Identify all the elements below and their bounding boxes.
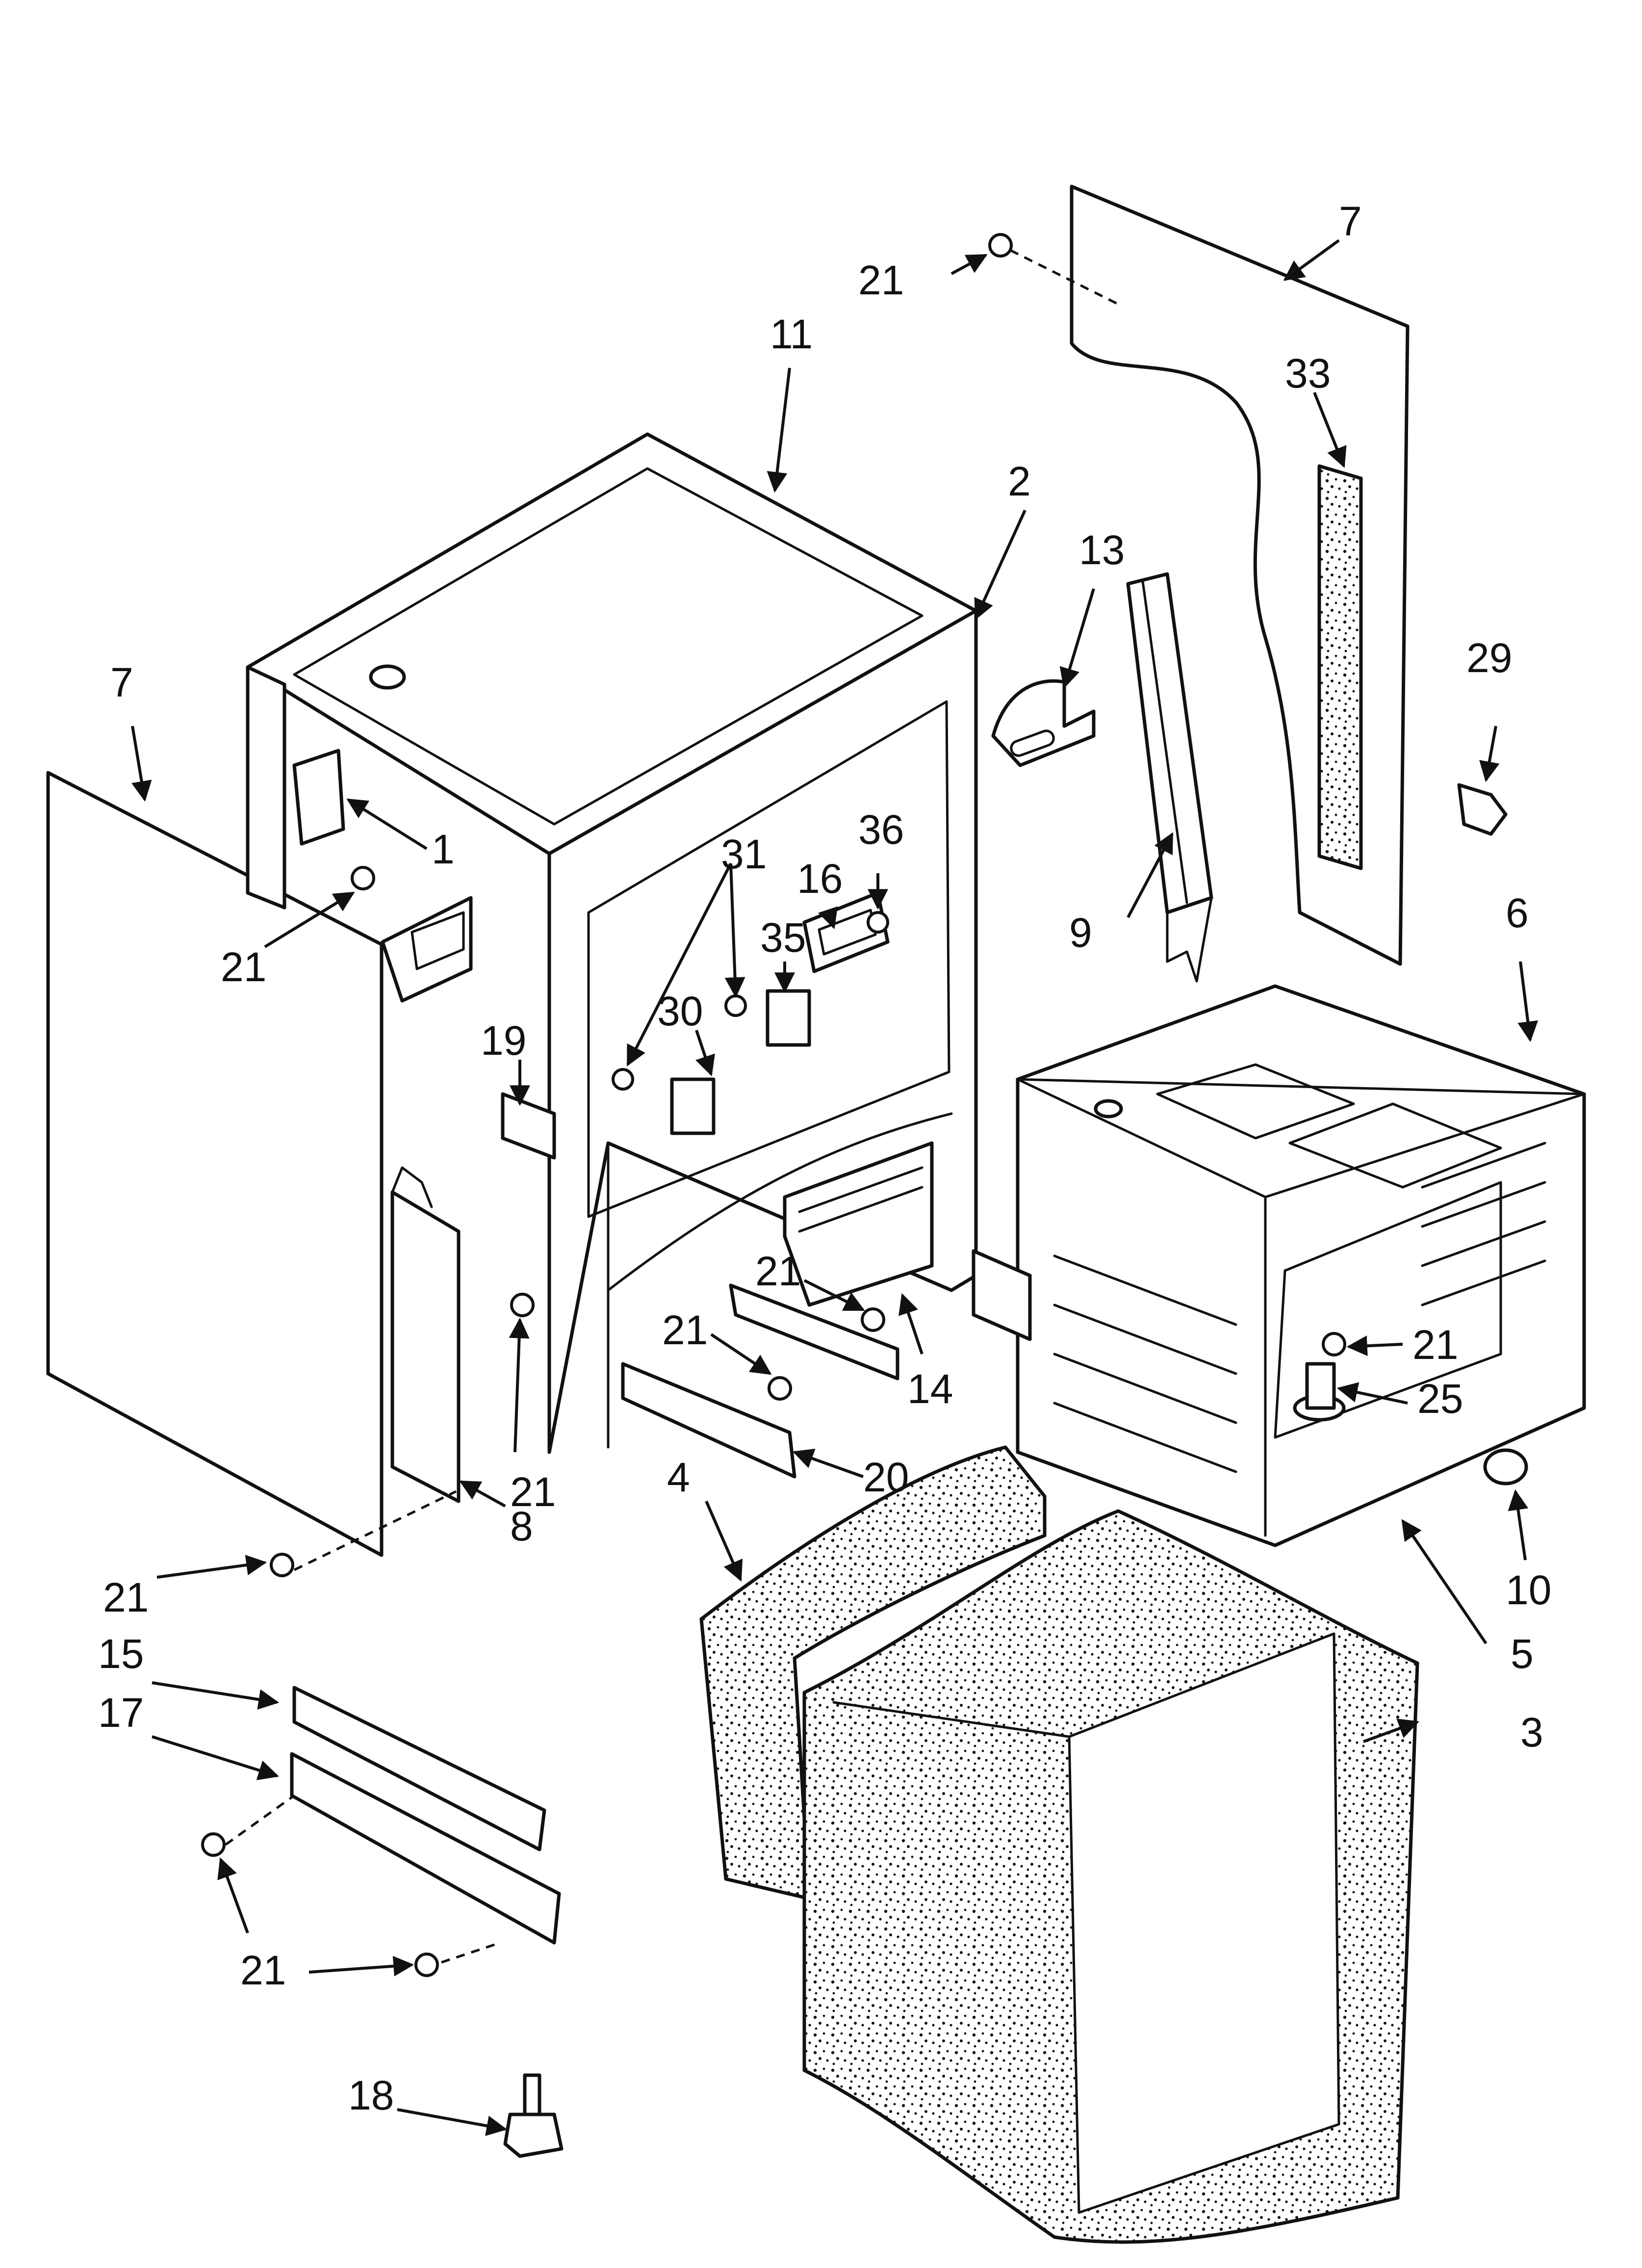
callout-25: 25	[1417, 1376, 1463, 1422]
callout-21-rail: 21	[510, 1469, 556, 1515]
insulation-top	[699, 1445, 1047, 1901]
callout-19: 19	[481, 1017, 526, 1064]
callout-16: 16	[797, 856, 843, 902]
callout-1: 1	[432, 826, 455, 872]
callout-35: 35	[760, 914, 806, 961]
channel-9	[1126, 572, 1213, 983]
callout-11: 11	[770, 311, 813, 357]
callout-2: 2	[1008, 458, 1031, 504]
callout-21-top: 21	[858, 257, 904, 303]
bracket-17	[290, 1752, 561, 1945]
callout-4: 4	[667, 1454, 690, 1500]
callout-21-panel: 21	[221, 944, 266, 990]
screw-21-liner	[1322, 1332, 1346, 1356]
callout-7-right: 7	[1339, 198, 1362, 244]
screw-21-bracket-b	[768, 1376, 792, 1401]
bracket-15	[292, 1686, 546, 1851]
callout-13: 13	[1079, 527, 1125, 573]
callout-31: 31	[721, 831, 767, 877]
insulation-strip	[1317, 464, 1363, 870]
insulation-wrap	[802, 1509, 1419, 2244]
screw-21-bracket-17b	[414, 1953, 439, 1977]
callout-10: 10	[1506, 1567, 1551, 1613]
screw-21-bracket-a	[861, 1307, 885, 1332]
relay-part-1	[292, 749, 345, 846]
terminal-block-16	[802, 891, 890, 973]
support-bracket-20b	[621, 1362, 796, 1479]
callout-5: 5	[1511, 1631, 1534, 1677]
oven-liner	[972, 984, 1586, 1547]
callout-9: 9	[1069, 910, 1092, 956]
callout-7-left: 7	[110, 659, 133, 705]
switch-35	[766, 989, 811, 1047]
screw-31a	[612, 1068, 634, 1091]
bracket-19	[501, 1092, 556, 1160]
side-panel-left	[46, 771, 384, 1557]
bracket-14	[783, 1141, 934, 1307]
screw-21-bracket-17	[201, 1832, 226, 1857]
callout-18: 18	[348, 2072, 394, 2118]
callout-15: 15	[98, 1631, 144, 1677]
screw-21-rail-low	[270, 1553, 294, 1577]
light-lens-10	[1483, 1448, 1528, 1486]
callout-labels: 1 2 3 4 5 6 7 7 8 9 10 11 13 14 15 16 17…	[98, 198, 1551, 2118]
callout-30: 30	[657, 988, 703, 1034]
callout-14: 14	[907, 1366, 953, 1412]
callout-20: 20	[863, 1454, 909, 1500]
switch-30	[670, 1077, 716, 1135]
screw-21-panel	[351, 866, 375, 890]
screw-21-rail	[510, 1293, 535, 1317]
callout-3: 3	[1520, 1709, 1543, 1755]
callout-33: 33	[1285, 350, 1331, 396]
screw-21-panel-top	[1009, 249, 1119, 306]
callout-17: 17	[98, 1690, 144, 1736]
screw-21-top	[988, 233, 1013, 258]
callout-21-bracket-b: 21	[662, 1307, 708, 1353]
screw-31b	[724, 994, 747, 1017]
sensor-29	[1457, 783, 1508, 836]
callout-21-bracket-17: 21	[240, 1947, 286, 1993]
callout-21-liner: 21	[1412, 1322, 1458, 1368]
leader-lines	[131, 239, 1539, 2136]
callout-36: 36	[858, 807, 904, 853]
callout-8: 8	[510, 1503, 533, 1549]
leveling-leg-18	[503, 2073, 564, 2158]
callout-6: 6	[1506, 890, 1529, 936]
bracket-13	[991, 679, 1096, 767]
callout-21-bracket-a: 21	[755, 1248, 801, 1294]
callout-21-rail-low: 21	[103, 1574, 149, 1620]
side-rail-8	[390, 1166, 461, 1503]
screw-36	[867, 911, 889, 934]
callout-29: 29	[1466, 635, 1512, 681]
support-bracket-20a	[729, 1283, 899, 1381]
